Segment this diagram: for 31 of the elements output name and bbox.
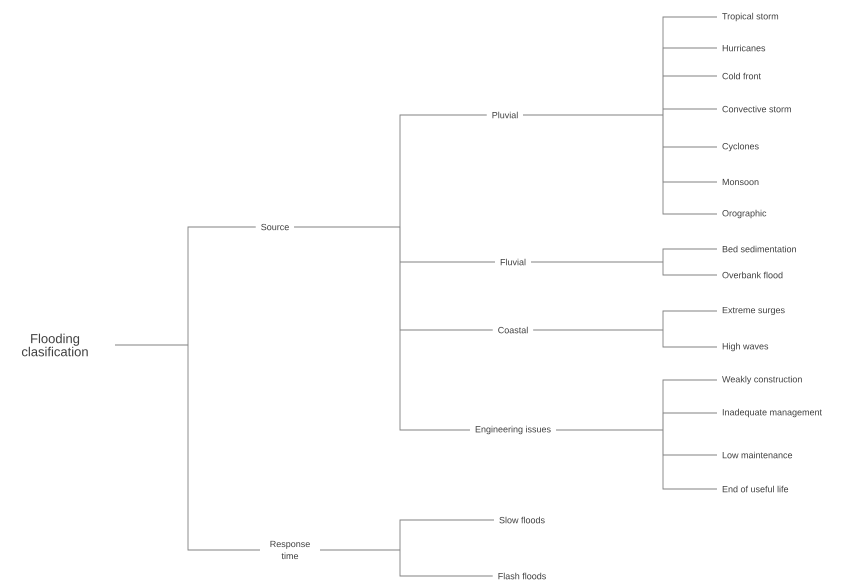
tree-connector bbox=[294, 226, 470, 430]
category-label: Cold front bbox=[722, 72, 761, 80]
category-label: Cyclones bbox=[722, 142, 759, 152]
tree-connector bbox=[556, 430, 718, 490]
category-label: Orographic bbox=[722, 210, 766, 218]
category-label: Response time bbox=[270, 540, 310, 560]
category-label: High waves bbox=[722, 342, 768, 352]
tree-connector bbox=[320, 550, 494, 576]
category-label: Monsoon bbox=[722, 178, 758, 186]
category-label: Low maintenance bbox=[722, 452, 792, 458]
category-label: Inadequate management bbox=[722, 408, 822, 418]
root-label: Flooding clasification bbox=[22, 334, 88, 356]
tree-connector bbox=[532, 330, 718, 348]
tree-connector bbox=[530, 262, 718, 276]
category-label: Hurricanes bbox=[722, 44, 766, 52]
category-label: Overbank flood bbox=[722, 272, 782, 278]
tree-connector bbox=[522, 114, 718, 214]
tree-connector bbox=[114, 344, 260, 550]
category-label: Slow floods bbox=[499, 516, 545, 524]
category-label: Tropical storm bbox=[722, 12, 778, 22]
category-label: Weakly construction bbox=[722, 376, 802, 384]
category-label: Engineering issues bbox=[476, 426, 551, 434]
category-label: Convective storm bbox=[722, 106, 791, 112]
category-label: Flash floods bbox=[498, 572, 546, 580]
category-label: Bed sedimentation bbox=[722, 246, 796, 252]
category-label: Pluvial bbox=[492, 112, 518, 118]
category-label: Fluvial bbox=[500, 258, 526, 266]
category-label: Extreme surges bbox=[722, 306, 785, 316]
category-label: End of useful life bbox=[722, 486, 788, 492]
category-label: Coastal bbox=[498, 326, 528, 334]
category-label: Source bbox=[261, 224, 289, 230]
